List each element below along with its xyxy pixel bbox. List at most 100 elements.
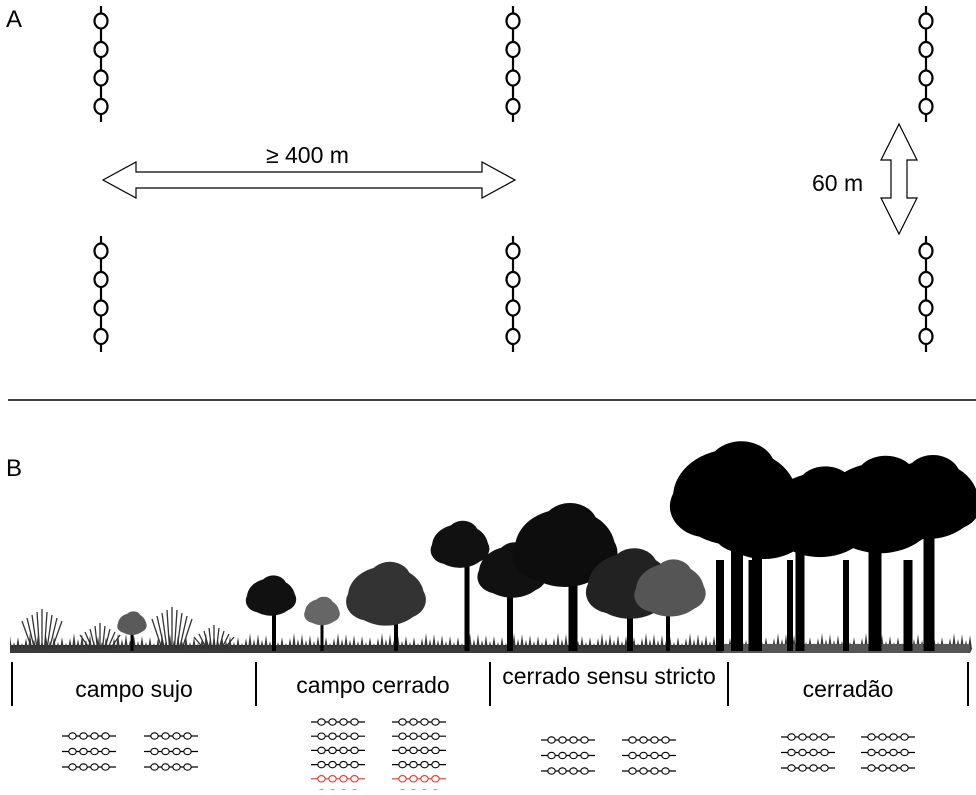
transect bbox=[920, 6, 933, 122]
sampling-point bbox=[821, 749, 828, 755]
sampling-transect bbox=[541, 768, 595, 774]
sampling-point bbox=[162, 748, 169, 754]
sampling-point bbox=[102, 764, 109, 770]
sampling-transect bbox=[311, 761, 365, 767]
sampling-point bbox=[548, 752, 555, 758]
sampling-point bbox=[318, 747, 325, 753]
grass-blade bbox=[175, 610, 178, 649]
sampling-point bbox=[184, 764, 191, 770]
sampling-point bbox=[184, 733, 191, 739]
sampling-transect bbox=[392, 776, 446, 782]
sampling-point bbox=[95, 14, 108, 29]
sampling-point bbox=[890, 734, 897, 740]
sampling-point bbox=[432, 733, 439, 739]
sampling-point bbox=[421, 733, 428, 739]
sampling-transect bbox=[622, 752, 676, 758]
sampling-point bbox=[69, 733, 76, 739]
sampling-point bbox=[901, 749, 908, 755]
sampling-point bbox=[329, 776, 336, 782]
sampling-point bbox=[399, 761, 406, 767]
sampling-point bbox=[799, 734, 806, 740]
sampling-point bbox=[640, 752, 647, 758]
sampling-transect bbox=[781, 765, 835, 771]
sampling-point bbox=[102, 748, 109, 754]
sampling-transect bbox=[622, 737, 676, 743]
sampling-point bbox=[920, 301, 933, 316]
sampling-point bbox=[173, 733, 180, 739]
sampling-point bbox=[318, 733, 325, 739]
sampling-point bbox=[629, 768, 636, 774]
sampling-point bbox=[351, 719, 358, 725]
sampling-transect bbox=[311, 719, 365, 725]
sampling-point bbox=[570, 737, 577, 743]
sampling-point bbox=[920, 244, 933, 259]
sampling-point bbox=[91, 764, 98, 770]
sampling-point bbox=[184, 748, 191, 754]
sampling-point bbox=[920, 14, 933, 29]
sampling-point bbox=[80, 733, 87, 739]
sampling-point bbox=[901, 734, 908, 740]
sampling-point bbox=[868, 734, 875, 740]
sampling-point bbox=[432, 761, 439, 767]
transect bbox=[920, 236, 933, 352]
sampling-point bbox=[559, 737, 566, 743]
grass-blade bbox=[167, 610, 170, 649]
grass-tuft bbox=[22, 609, 62, 649]
sampling-point bbox=[810, 734, 817, 740]
sampling-point bbox=[879, 749, 886, 755]
sampling-point bbox=[173, 764, 180, 770]
sampling-transect bbox=[861, 734, 915, 740]
sampling-point bbox=[351, 761, 358, 767]
sampling-point bbox=[340, 733, 347, 739]
sampling-point bbox=[890, 765, 897, 771]
zone-transects bbox=[311, 719, 446, 790]
sampling-point bbox=[890, 749, 897, 755]
sampling-point bbox=[80, 764, 87, 770]
sampling-point bbox=[507, 14, 520, 29]
sampling-point bbox=[788, 749, 795, 755]
tree-crown bbox=[543, 503, 598, 548]
sampling-point bbox=[507, 42, 520, 57]
sampling-point bbox=[95, 301, 108, 316]
zone-transects bbox=[541, 737, 676, 774]
sampling-point bbox=[340, 761, 347, 767]
sampling-point bbox=[821, 765, 828, 771]
sampling-point bbox=[95, 71, 108, 86]
sampling-point bbox=[151, 748, 158, 754]
tree-crown bbox=[655, 559, 692, 590]
tree-crown bbox=[314, 597, 333, 612]
transect bbox=[507, 236, 520, 352]
sampling-point bbox=[91, 733, 98, 739]
zone-label-cerradao: cerradão bbox=[728, 674, 968, 704]
sampling-point bbox=[879, 765, 886, 771]
sampling-point bbox=[651, 768, 658, 774]
tree bbox=[634, 559, 705, 651]
sampling-point bbox=[421, 776, 428, 782]
sampling-point bbox=[570, 768, 577, 774]
sampling-point bbox=[95, 329, 108, 344]
sampling-transect bbox=[541, 752, 595, 758]
sampling-point bbox=[318, 776, 325, 782]
zone-label-campo-cerrado: campo cerrado bbox=[256, 670, 490, 700]
sampling-point bbox=[640, 768, 647, 774]
sampling-point bbox=[162, 764, 169, 770]
sampling-point bbox=[318, 719, 325, 725]
tree-crown bbox=[260, 575, 286, 597]
sampling-point bbox=[329, 761, 336, 767]
sampling-point bbox=[662, 768, 669, 774]
sampling-point bbox=[421, 719, 428, 725]
sampling-point bbox=[821, 734, 828, 740]
sampling-point bbox=[868, 749, 875, 755]
sampling-point bbox=[69, 764, 76, 770]
panel-b-vegetation bbox=[10, 441, 976, 790]
sampling-point bbox=[421, 747, 428, 753]
spacing-label: 60 m bbox=[812, 170, 863, 197]
sampling-point bbox=[548, 737, 555, 743]
sampling-point bbox=[920, 272, 933, 287]
transect bbox=[507, 6, 520, 122]
sampling-transect bbox=[392, 747, 446, 753]
zone-label-cerrado-sensu-stricto: cerrado sensu stricto bbox=[500, 660, 718, 692]
sampling-point bbox=[151, 733, 158, 739]
sampling-transect bbox=[541, 737, 595, 743]
